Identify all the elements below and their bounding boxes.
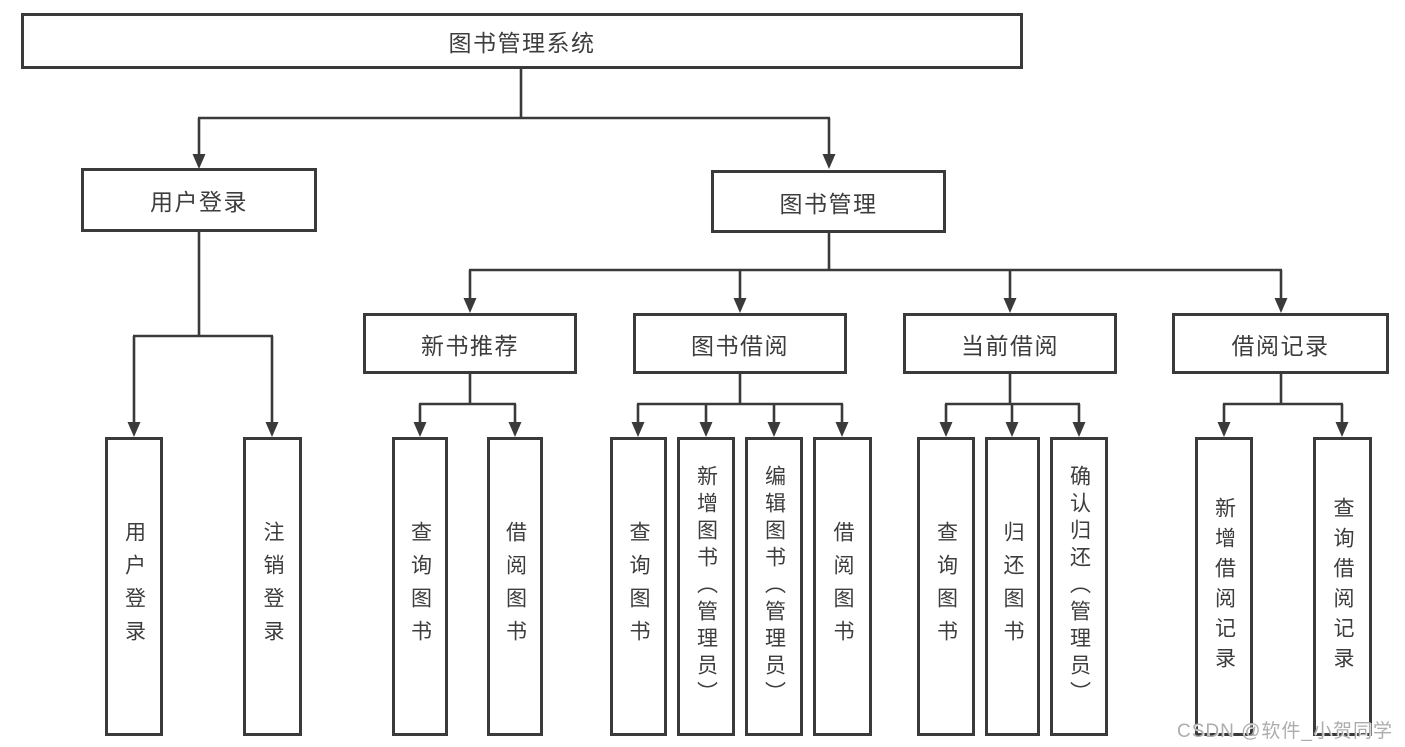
node-label: 图书管理 bbox=[779, 190, 878, 217]
node-query-books-3: 查询图书 bbox=[917, 437, 975, 736]
node-new-book-recommend: 新书推荐 bbox=[363, 313, 577, 374]
node-borrow-records: 借阅记录 bbox=[1172, 313, 1389, 374]
node-label: 借阅图书 bbox=[503, 520, 527, 653]
node-label: 查询图书 bbox=[934, 520, 958, 653]
node-label: 归还图书 bbox=[1001, 520, 1024, 653]
node-label: 借阅记录 bbox=[1231, 332, 1330, 359]
node-user-login: 用户登录 bbox=[81, 168, 317, 232]
node-book-mgmt: 图书管理 bbox=[711, 170, 946, 233]
node-label: 借阅图书 bbox=[831, 520, 854, 653]
node-label: 新增借阅记录 bbox=[1212, 496, 1236, 677]
node-label: 新书推荐 bbox=[421, 332, 519, 359]
node-user-login-leaf: 用户登录 bbox=[105, 437, 163, 736]
node-label: 查询图书 bbox=[627, 520, 650, 653]
node-current-borrow: 当前借阅 bbox=[903, 313, 1117, 374]
node-logout-leaf: 注销登录 bbox=[243, 437, 302, 736]
node-add-books-admin: 新增图书（管理员） bbox=[677, 437, 735, 736]
node-label: 用户登录 bbox=[150, 189, 248, 215]
node-label: 编辑图书（管理员） bbox=[762, 465, 786, 708]
node-label: 确认归还（管理员） bbox=[1067, 465, 1091, 708]
node-query-books-2: 查询图书 bbox=[610, 437, 667, 736]
node-label: 用户登录 bbox=[122, 520, 146, 653]
node-query-borrow-record: 查询借阅记录 bbox=[1313, 437, 1372, 736]
node-add-borrow-record: 新增借阅记录 bbox=[1195, 437, 1253, 736]
node-query-books-1: 查询图书 bbox=[392, 437, 448, 736]
node-label: 查询借阅记录 bbox=[1331, 496, 1354, 677]
node-label: 当前借阅 bbox=[961, 332, 1059, 359]
node-label: 图书管理系统 bbox=[448, 30, 596, 56]
node-label: 新增图书（管理员） bbox=[694, 465, 718, 708]
node-book-borrow: 图书借阅 bbox=[633, 313, 847, 374]
node-confirm-return-admin: 确认归还（管理员） bbox=[1050, 437, 1108, 736]
node-label: 注销登录 bbox=[261, 520, 284, 653]
node-label: 查询图书 bbox=[408, 520, 432, 653]
node-return-books: 归还图书 bbox=[985, 437, 1040, 736]
node-root: 图书管理系统 bbox=[21, 13, 1023, 69]
node-borrow-books-2: 借阅图书 bbox=[813, 437, 872, 736]
node-label: 图书借阅 bbox=[691, 332, 789, 359]
watermark: CSDN @软件_小贺同学 bbox=[1177, 721, 1393, 742]
node-borrow-books-1: 借阅图书 bbox=[487, 437, 543, 736]
node-edit-books-admin: 编辑图书（管理员） bbox=[745, 437, 803, 736]
